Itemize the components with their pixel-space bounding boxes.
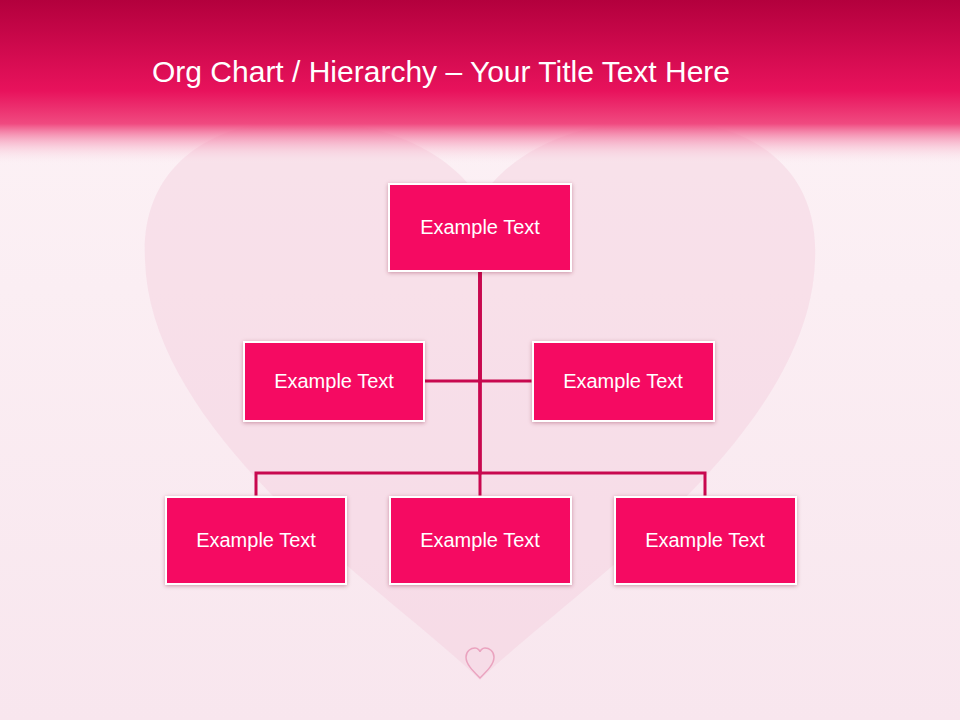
header-band	[0, 0, 960, 165]
box-label: Example Text	[274, 369, 394, 393]
org-connector	[256, 272, 480, 496]
small-heart	[466, 648, 494, 678]
box-label: Example Text	[196, 528, 316, 552]
slide-title: Org Chart / Hierarchy – Your Title Text …	[152, 55, 730, 89]
box-label: Example Text	[420, 215, 540, 239]
box-label: Example Text	[645, 528, 765, 552]
org-box: Example Text	[165, 496, 347, 585]
box-label: Example Text	[563, 369, 683, 393]
org-connector	[480, 272, 532, 382]
org-box: Example Text	[532, 341, 715, 422]
org-box: Example Text	[614, 496, 797, 585]
org-box: Example Text	[389, 496, 572, 585]
org-box: Example Text	[388, 183, 572, 272]
box-label: Example Text	[420, 528, 540, 552]
org-box: Example Text	[243, 341, 425, 422]
heart-shape	[145, 120, 815, 680]
org-connector	[480, 272, 705, 496]
org-connector	[425, 272, 480, 382]
